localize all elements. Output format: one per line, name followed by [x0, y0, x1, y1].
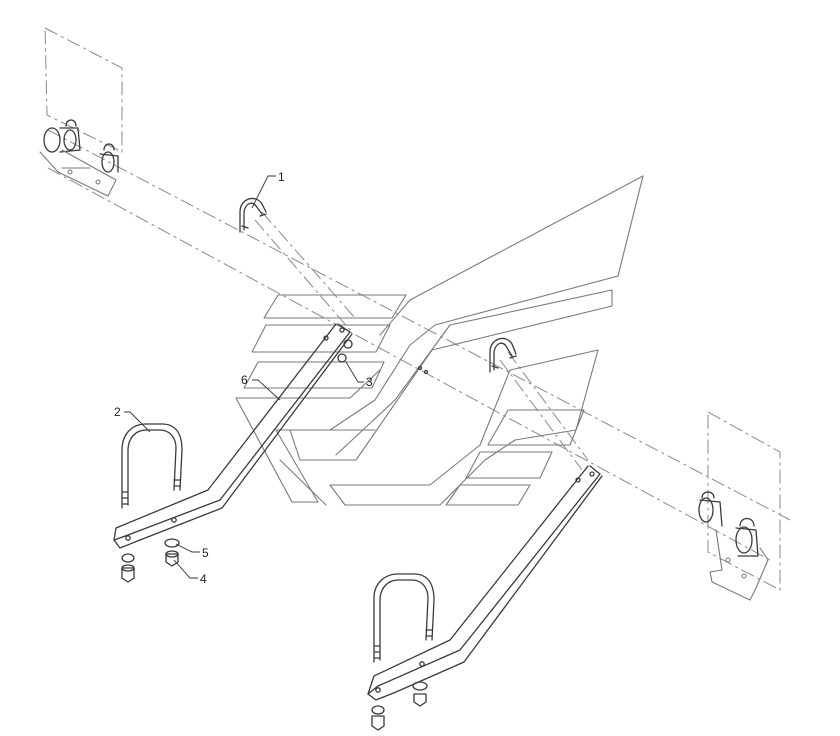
chevron-background: [235, 175, 644, 506]
phantom-lines: [44, 27, 791, 591]
nuts-upper: [337, 339, 429, 375]
left-axle-end: [39, 119, 119, 197]
washers-right: [371, 681, 428, 731]
callout-1: 1: [278, 170, 285, 184]
callout-6: 6: [241, 373, 248, 387]
u-bolt-large-left: [121, 423, 183, 509]
u-bolt-small-lower: [489, 337, 517, 373]
bracket-right: [367, 465, 603, 701]
callout-labels: 1 2 3 6 5 4: [114, 170, 373, 586]
leader-lines: [124, 175, 364, 579]
callout-4: 4: [200, 572, 207, 586]
callout-3: 3: [366, 375, 373, 389]
right-stripes: [445, 409, 585, 506]
left-stripes: [243, 294, 407, 389]
bracket-left: [113, 323, 353, 549]
right-axle-end: [698, 491, 769, 601]
callout-2: 2: [114, 405, 121, 419]
washers-left: [121, 538, 180, 583]
u-bolt-large-right: [373, 573, 435, 663]
u-bolt-small-upper: [239, 197, 267, 233]
callout-5: 5: [202, 546, 209, 560]
